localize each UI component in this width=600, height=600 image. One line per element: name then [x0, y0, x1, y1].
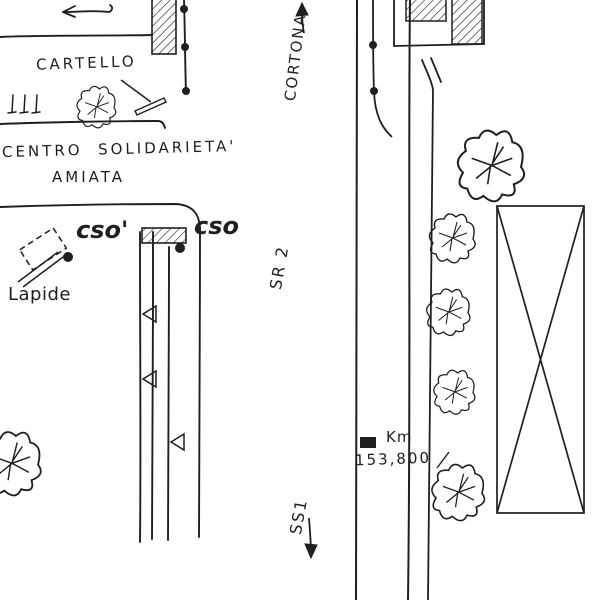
pole-line-left — [180, 0, 190, 95]
main-road-right-edge — [407, 0, 411, 600]
top-road-edges — [0, 34, 166, 129]
pole-line-mid — [369, 0, 393, 138]
label-lapide: Lapide — [8, 284, 71, 305]
lapide-dashed-slab — [17, 227, 68, 288]
field-x-rectangle — [496, 205, 585, 514]
roadside-line — [421, 57, 442, 600]
label-cso-prime: cso' — [76, 216, 129, 244]
building — [393, 0, 485, 47]
lane-arrow-triangles — [141, 304, 185, 452]
label-cso: cso — [194, 212, 239, 240]
km-marker-block — [360, 437, 450, 469]
building-hatched-part — [451, 0, 483, 45]
cso-marker-dot — [175, 243, 185, 253]
main-road-left-edge — [355, 0, 358, 600]
side-road — [0, 203, 201, 543]
building-hatched-part — [405, 0, 447, 22]
cso-prime-marker-dot — [63, 252, 73, 262]
cortona-direction-arrow — [295, 1, 309, 34]
label-km-value: 153,800 — [354, 448, 432, 470]
label-km: Km — [386, 428, 413, 446]
tree-symbol — [428, 213, 476, 264]
pole-dot — [182, 87, 190, 95]
main-road — [355, 0, 411, 600]
pole-dot — [369, 41, 377, 49]
tree-symbol — [456, 129, 526, 203]
label-amiata: AMIATA — [52, 168, 125, 186]
ss1-direction-arrow — [304, 517, 318, 560]
tree-symbol — [425, 288, 471, 337]
cartello-sign-symbol — [134, 97, 167, 116]
left-direction-arrow — [62, 4, 114, 18]
tree-symbol — [0, 431, 42, 497]
pole-dot — [370, 87, 378, 95]
tree-symbol — [431, 463, 486, 522]
label-cartello: CARTELLO — [35, 52, 137, 74]
cartello-pointer-line — [120, 79, 152, 103]
pole-dot — [180, 5, 188, 13]
grass-marks — [7, 94, 41, 114]
pole-dot — [181, 43, 189, 51]
hatched-bar-top — [151, 0, 177, 55]
tree-symbol — [433, 369, 476, 415]
hatched-bar-cso — [141, 227, 187, 244]
